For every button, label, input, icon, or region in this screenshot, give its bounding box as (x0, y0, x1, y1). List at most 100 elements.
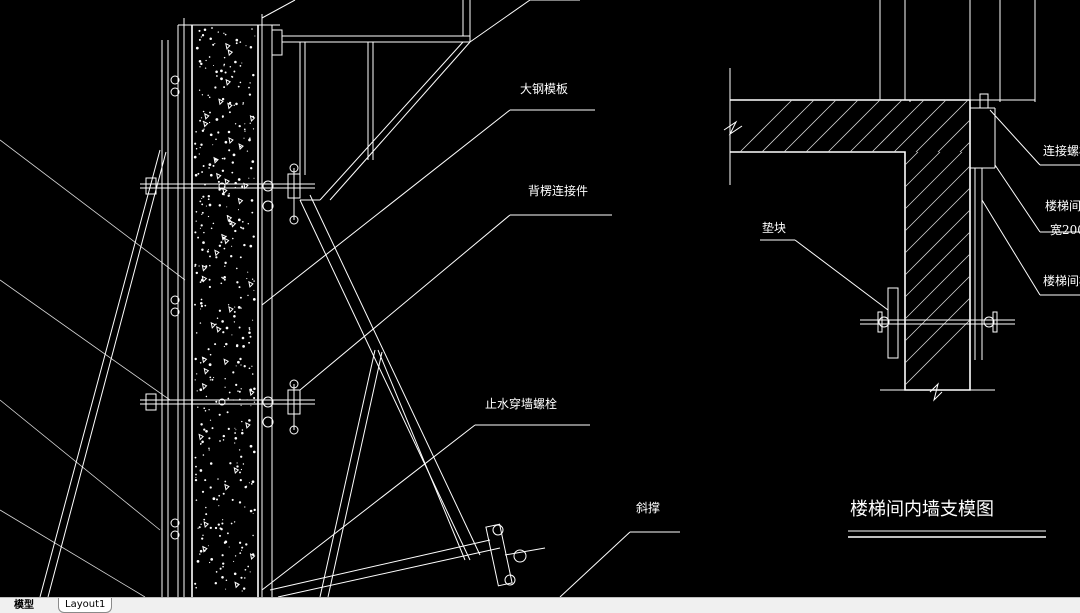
concrete-speckle (199, 146, 201, 149)
concrete-speckle (252, 512, 254, 514)
concrete-speckle (250, 167, 253, 170)
concrete-speckle (223, 276, 226, 279)
concrete-speckle (223, 278, 226, 281)
concrete-speckle (241, 336, 245, 340)
concrete-speckle (242, 102, 245, 104)
concrete-speckle (196, 390, 198, 392)
aggregate-mark (228, 137, 234, 144)
hatch-line (904, 297, 971, 364)
concrete-speckle (216, 498, 218, 501)
concrete-speckle (251, 365, 253, 367)
concrete-speckle (239, 552, 242, 554)
concrete-speckle (209, 173, 213, 177)
label-waterstop-bolt: 止水穿墙螺栓 (485, 396, 557, 411)
concrete-speckle (221, 157, 224, 160)
concrete-speckle (198, 60, 202, 63)
concrete-speckle (199, 553, 201, 555)
concrete-speckle (235, 383, 238, 387)
aggregate-mark (201, 382, 208, 390)
concrete-speckle (215, 138, 217, 141)
label-pad: 垫块 (762, 220, 786, 235)
aggregate-mark (201, 356, 208, 364)
concrete-speckle (198, 526, 201, 529)
concrete-speckle (249, 335, 252, 338)
concrete-speckle (218, 244, 222, 248)
concrete-speckle (234, 436, 238, 440)
concrete-speckle (217, 131, 220, 134)
concrete-speckle (253, 289, 255, 291)
concrete-speckle (194, 142, 197, 145)
concrete-speckle (228, 391, 231, 394)
concrete-speckle (253, 401, 256, 403)
concrete-speckle (208, 285, 211, 289)
concrete-speckle (207, 194, 211, 198)
concrete-speckle (231, 498, 234, 501)
concrete-speckle (193, 155, 197, 159)
concrete-speckle (221, 97, 225, 101)
concrete-speckle (203, 407, 206, 410)
concrete-speckle (238, 541, 242, 544)
drawing-title: 楼梯间内墙支模图 (850, 499, 994, 520)
concrete-speckle (224, 377, 226, 380)
concrete-speckle (199, 322, 202, 324)
aggregate-mark (201, 264, 208, 272)
aggregate-mark (230, 220, 237, 228)
left-wall-detail (0, 0, 580, 597)
concrete-speckle (224, 480, 227, 483)
concrete-speckle (218, 204, 222, 207)
concrete-speckle (228, 193, 230, 195)
concrete-speckle (215, 118, 219, 121)
layout-tab-bar: 模型 Layout1 (0, 597, 1080, 613)
drawing-canvas[interactable]: 大钢模板 背楞连接件 止水穿墙螺栓 斜撑 (0, 0, 1080, 597)
concrete-speckle (239, 256, 242, 259)
concrete-speckle (208, 409, 210, 411)
concrete-speckle (225, 342, 228, 346)
concrete-speckle (213, 377, 215, 379)
concrete-speckle (205, 429, 208, 433)
concrete-speckle (223, 86, 226, 89)
concrete-speckle (228, 101, 232, 105)
tab-model[interactable]: 模型 (8, 598, 40, 613)
concrete-speckle (205, 395, 208, 398)
concrete-speckle (200, 298, 203, 301)
concrete-speckle (200, 36, 202, 38)
aggregate-mark (234, 581, 240, 589)
concrete-speckle (205, 205, 207, 207)
concrete-speckle (242, 345, 245, 348)
concrete-speckle (246, 485, 248, 487)
concrete-speckle (212, 222, 215, 225)
concrete-speckle (201, 129, 205, 133)
concrete-speckle (196, 560, 200, 563)
aggregate-mark (225, 42, 231, 50)
concrete-speckle (209, 264, 211, 267)
concrete-speckle (194, 263, 197, 266)
concrete-speckle (219, 440, 221, 442)
aggregate-mark (249, 115, 256, 122)
concrete-speckle (204, 67, 207, 69)
concrete-speckle (199, 388, 203, 392)
concrete-speckle (199, 66, 201, 68)
concrete-speckle (238, 326, 241, 329)
aggregate-mark (227, 49, 234, 57)
concrete-speckle (240, 226, 242, 229)
tab-layout1[interactable]: Layout1 (58, 598, 113, 613)
concrete-speckle (194, 265, 196, 267)
hatch-line (915, 99, 969, 153)
concrete-speckle (221, 115, 224, 118)
concrete-speckle (248, 177, 250, 179)
concrete-speckle (224, 540, 228, 544)
left-annotations: 大钢模板 背楞连接件 止水穿墙螺栓 斜撑 (261, 82, 680, 597)
concrete-speckle (214, 43, 216, 45)
concrete-speckle (252, 128, 255, 130)
concrete-speckle (194, 582, 197, 585)
concrete-speckle (234, 442, 236, 444)
concrete-speckle (239, 478, 242, 482)
concrete-speckle (233, 310, 236, 313)
hatch-line (904, 165, 971, 232)
concrete-speckle (201, 211, 204, 214)
concrete-speckle (215, 70, 218, 74)
concrete-speckle (194, 379, 196, 381)
concrete-speckle (208, 278, 211, 281)
concrete-speckle (209, 111, 211, 114)
